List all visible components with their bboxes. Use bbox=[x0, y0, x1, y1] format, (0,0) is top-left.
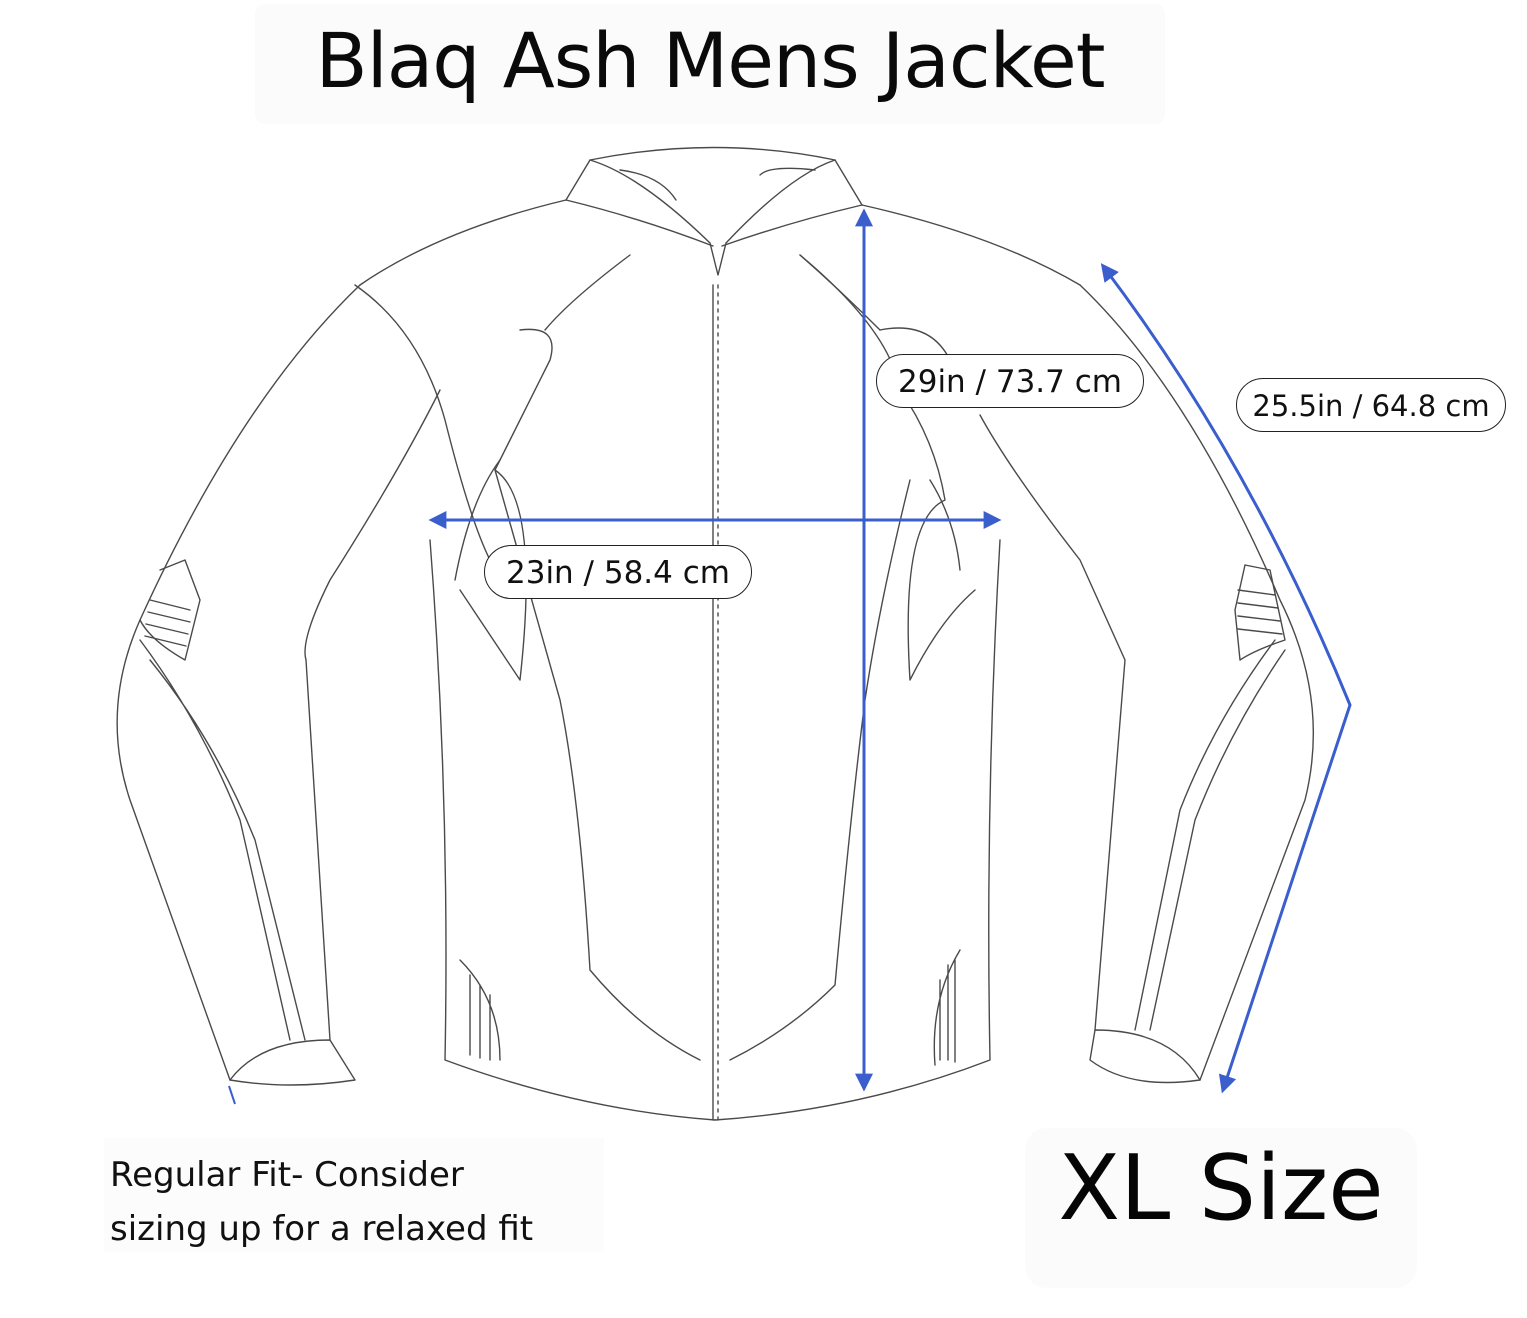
title-panel: Blaq Ash Mens Jacket bbox=[255, 4, 1165, 124]
sleeve-left-inner bbox=[304, 389, 441, 1041]
fit-note: Regular Fit- Consider sizing up for a re… bbox=[110, 1148, 533, 1256]
size-label: XL Size bbox=[1058, 1136, 1384, 1241]
sleeve-left-cuff bbox=[229, 1039, 356, 1086]
shoulder-right bbox=[861, 204, 1081, 286]
fit-note-line-1: Regular Fit- Consider bbox=[110, 1155, 464, 1195]
fit-note-line-2: sizing up for a relaxed fit bbox=[110, 1209, 534, 1249]
sleeve-left-outer bbox=[116, 284, 361, 1081]
shoulder-left bbox=[359, 199, 567, 286]
sleeve-right-inner bbox=[979, 414, 1126, 1031]
sleeve-label: 25.5in / 64.8 cm bbox=[1236, 378, 1506, 432]
body-right-side bbox=[714, 539, 1001, 1121]
jacket-outline-icon bbox=[116, 146, 1315, 1121]
collar bbox=[565, 146, 863, 206]
collar-inner bbox=[589, 159, 836, 276]
body-left-side bbox=[429, 539, 716, 1121]
sleeve-arrow-icon bbox=[1100, 263, 1352, 1094]
chest-label: 23in / 58.4 cm bbox=[484, 545, 752, 599]
panel-right bbox=[799, 254, 976, 681]
sleeve-right-cuff bbox=[1089, 1029, 1201, 1084]
front-panel-right bbox=[729, 479, 911, 1061]
size-panel: XL Size bbox=[1025, 1128, 1417, 1288]
measurement-arrows bbox=[428, 208, 1352, 1094]
cuff-tick bbox=[228, 1085, 236, 1105]
page-title: Blaq Ash Mens Jacket bbox=[315, 16, 1105, 105]
fit-note-panel: Regular Fit- Consider sizing up for a re… bbox=[104, 1138, 604, 1252]
collar-base bbox=[565, 199, 863, 247]
panel-left bbox=[354, 284, 553, 681]
length-label: 29in / 73.7 cm bbox=[876, 354, 1144, 408]
